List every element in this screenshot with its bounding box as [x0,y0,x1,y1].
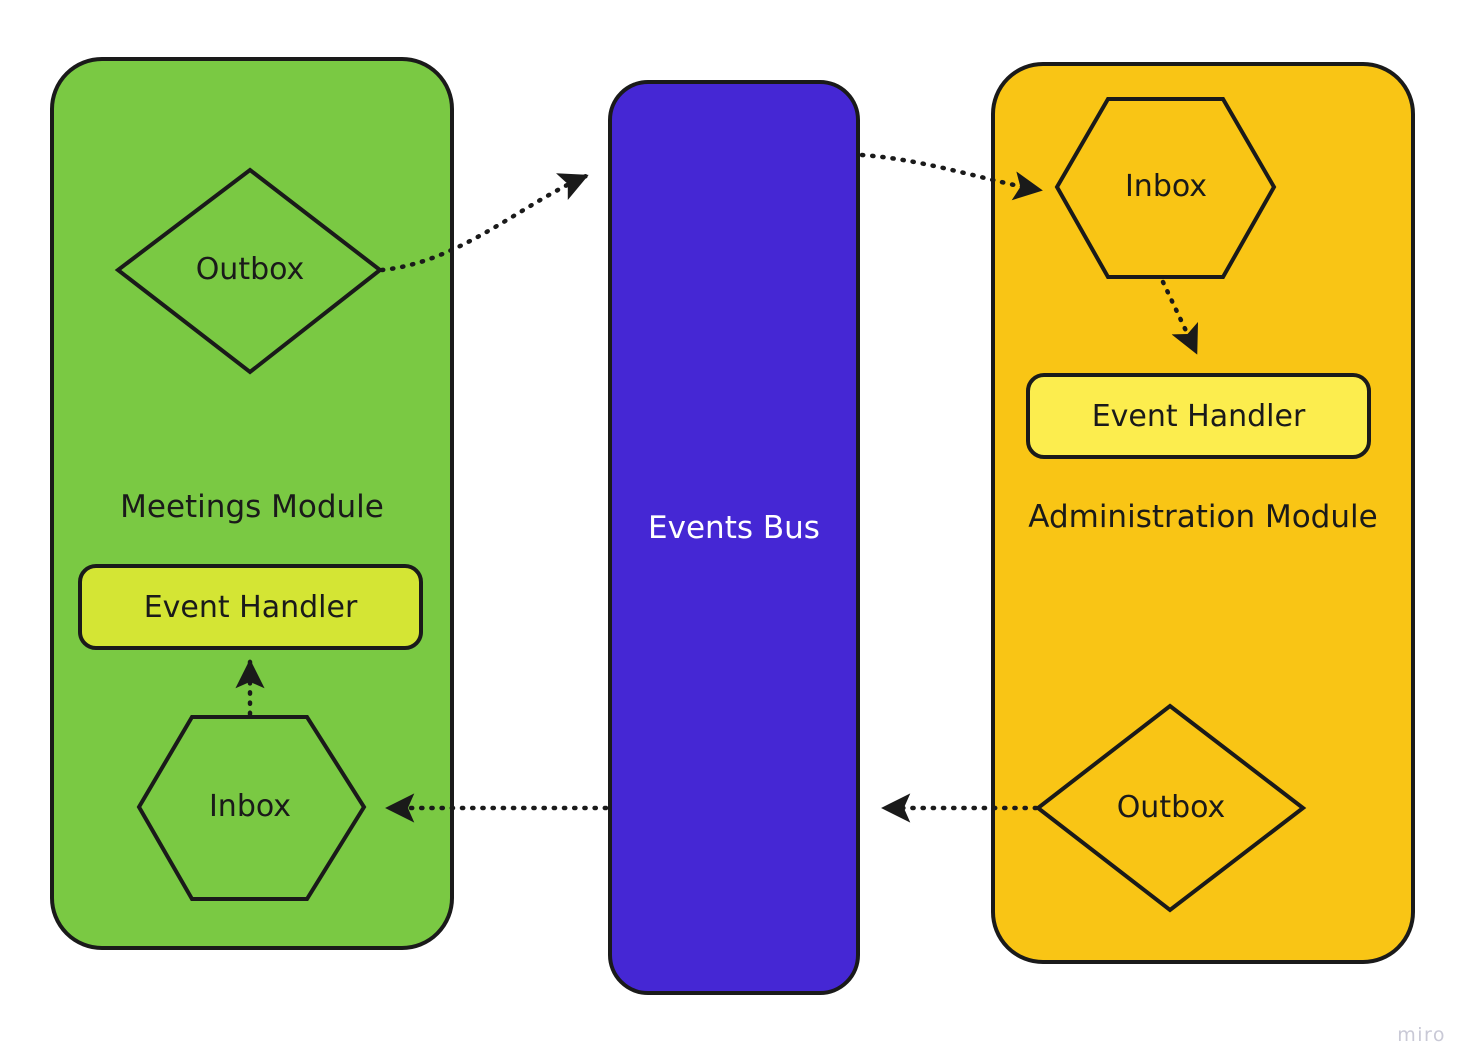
module-title-events-bus: Events Bus [648,510,820,546]
module-events-bus[interactable] [608,80,860,995]
miro-watermark: miro [1397,1024,1446,1046]
module-title-administration: Administration Module [1028,499,1378,535]
module-title-meetings: Meetings Module [120,489,384,525]
shape-administration-event-handler[interactable]: Event Handler [1026,373,1371,459]
shape-meetings-event-handler[interactable]: Event Handler [78,564,423,650]
